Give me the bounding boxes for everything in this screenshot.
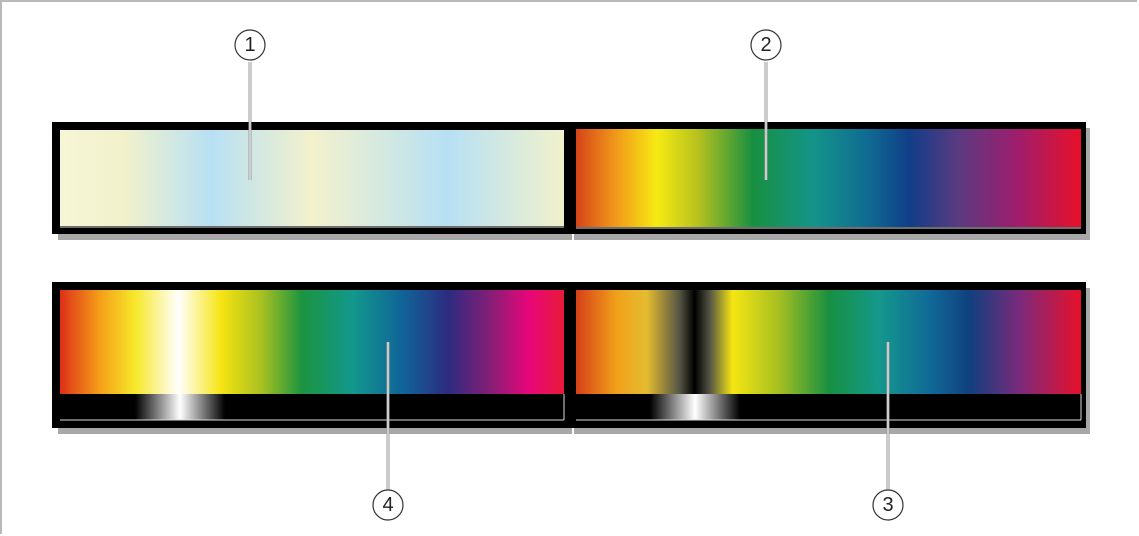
spectrum-gradient <box>576 129 1081 227</box>
callout-3: 3 <box>873 490 903 520</box>
white-band-marker <box>135 394 225 420</box>
pastel-spectrum-bar <box>52 122 572 240</box>
white-band-marker <box>650 394 740 420</box>
callout-number: 4 <box>382 494 393 516</box>
callout-2: 2 <box>751 30 781 60</box>
callout-1: 1 <box>235 30 265 60</box>
callout-number: 3 <box>882 494 893 516</box>
callout-4: 4 <box>373 490 403 520</box>
callout-number: 2 <box>760 34 771 56</box>
dark-band-spectrum-bar <box>568 282 1090 434</box>
spectrum-gradient <box>576 290 1081 394</box>
white-band-spectrum-bar <box>52 282 572 434</box>
spectrum-gradient <box>60 290 564 394</box>
callout-number: 1 <box>244 34 255 56</box>
full-spectrum-bar <box>568 122 1090 240</box>
pastel-gradient <box>60 130 564 226</box>
